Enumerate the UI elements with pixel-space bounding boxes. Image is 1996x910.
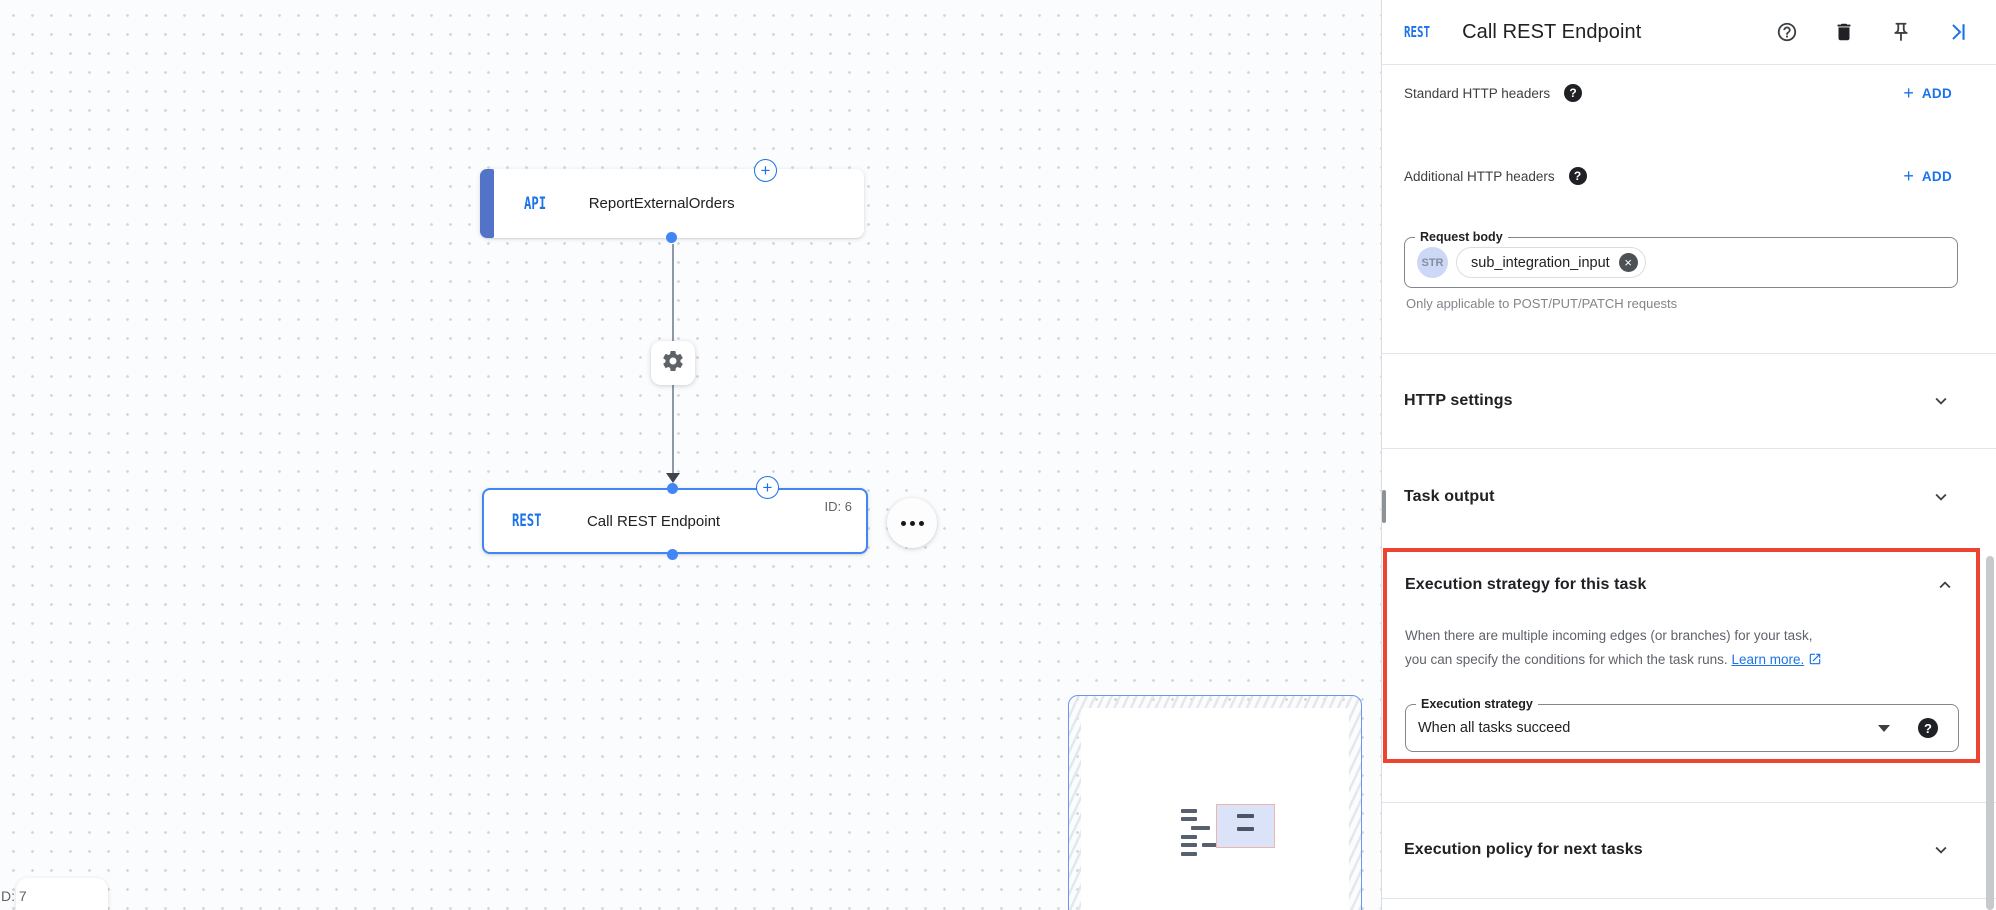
variable-chip[interactable]: sub_integration_input × — [1456, 247, 1646, 278]
plus-icon: + — [1903, 83, 1914, 103]
panel-header: REST Call REST Endpoint — [1382, 0, 1996, 64]
collapse-panel-icon[interactable] — [1946, 20, 1970, 44]
task-output-title: Task output — [1404, 487, 1495, 505]
http-settings-title: HTTP settings — [1404, 391, 1513, 409]
integration-canvas[interactable]: API ReportExternalOrders + REST Call RES… — [0, 0, 1381, 910]
node-label: ReportExternalOrders — [588, 195, 735, 212]
panel-title: Call REST Endpoint — [1462, 20, 1642, 43]
gear-icon — [661, 349, 685, 378]
panel-scroll-indicator[interactable] — [1382, 490, 1386, 523]
partial-task-id-label: D: 7 — [1, 888, 27, 904]
execution-strategy-section-highlight: Execution strategy for this task When th… — [1383, 548, 1980, 763]
pin-icon[interactable] — [1889, 20, 1913, 44]
dropdown-caret-icon[interactable] — [1878, 724, 1890, 732]
node-label: Call REST Endpoint — [586, 512, 721, 530]
request-body-helper: Only applicable to POST/PUT/PATCH reques… — [1406, 296, 1678, 311]
delete-icon[interactable] — [1832, 20, 1856, 44]
partial-node-card[interactable] — [16, 878, 108, 910]
execution-strategy-description: When there are multiple incoming edges (… — [1405, 624, 1822, 674]
help-icon[interactable] — [1775, 20, 1799, 44]
execution-strategy-title: Execution strategy for this task — [1405, 576, 1647, 593]
add-additional-header-button[interactable]: + ADD — [1903, 166, 1952, 186]
task-config-panel: REST Call REST Endpoint Standard HTTP — [1381, 0, 1996, 910]
api-badge: API — [524, 193, 547, 214]
task-output-section[interactable]: Task output — [1382, 448, 1996, 545]
plus-icon: + — [760, 161, 771, 180]
plus-icon: + — [1903, 166, 1914, 186]
standard-http-headers-label: Standard HTTP headers — [1404, 85, 1551, 101]
execution-policy-title: Execution policy for next tasks — [1404, 841, 1643, 858]
string-type-chip: STR — [1417, 247, 1448, 278]
task-output-port[interactable] — [667, 549, 678, 560]
plus-icon: + — [762, 478, 773, 497]
add-task-below-trigger-button[interactable]: + — [754, 159, 777, 182]
remove-variable-icon[interactable]: × — [1618, 253, 1638, 272]
rest-badge: REST — [1404, 23, 1431, 41]
task-input-port[interactable] — [667, 483, 678, 494]
canvas-dropzone — [1068, 695, 1362, 910]
chevron-down-icon[interactable] — [1930, 390, 1952, 412]
execution-strategy-header[interactable]: Execution strategy for this task — [1405, 574, 1956, 596]
dropzone-inner — [1081, 708, 1349, 910]
add-standard-header-button[interactable]: + ADD — [1903, 83, 1952, 103]
execution-strategy-field-label: Execution strategy — [1416, 697, 1538, 711]
execution-policy-section[interactable]: Execution policy for next tasks — [1382, 802, 1996, 898]
help-filled-icon[interactable]: ? — [1918, 718, 1938, 738]
request-body-label: Request body — [1415, 230, 1508, 244]
edge-arrowhead — [666, 473, 680, 483]
external-link-icon — [1808, 650, 1822, 674]
chevron-up-icon[interactable] — [1934, 574, 1956, 596]
node-call-rest-endpoint[interactable]: REST Call REST Endpoint ID: 6 — [482, 488, 868, 554]
help-filled-icon[interactable]: ? — [1564, 84, 1583, 102]
http-settings-section[interactable]: HTTP settings — [1382, 353, 1996, 448]
edge-config-button[interactable] — [651, 341, 695, 385]
execution-strategy-dropdown[interactable]: Execution strategy When all tasks succee… — [1405, 697, 1959, 752]
chevron-down-icon[interactable] — [1930, 486, 1952, 508]
node-report-external-orders[interactable]: API ReportExternalOrders — [480, 169, 864, 238]
request-body-field[interactable]: Request body STR sub_integration_input × — [1404, 230, 1958, 288]
add-task-button[interactable]: + — [756, 476, 779, 499]
additional-http-headers-label: Additional HTTP headers — [1404, 168, 1555, 184]
trigger-output-port[interactable] — [666, 232, 677, 243]
panel-scrollbar[interactable] — [1986, 556, 1994, 910]
more-dots-icon — [900, 520, 906, 526]
help-filled-icon[interactable]: ? — [1568, 167, 1587, 185]
standard-http-headers-row: Standard HTTP headers ? + ADD — [1382, 73, 1996, 113]
task-id-label: ID: 6 — [824, 499, 852, 514]
node-more-actions-button[interactable] — [887, 498, 937, 548]
execution-strategy-value: When all tasks succeed — [1418, 720, 1571, 736]
preview-rect-illustration — [1216, 804, 1275, 848]
chevron-down-icon[interactable] — [1930, 839, 1952, 861]
trigger-accent-bar — [480, 169, 494, 238]
additional-http-headers-row: Additional HTTP headers ? + ADD — [1382, 156, 1996, 196]
rest-badge: REST — [512, 511, 542, 531]
learn-more-link[interactable]: Learn more. — [1731, 652, 1805, 667]
